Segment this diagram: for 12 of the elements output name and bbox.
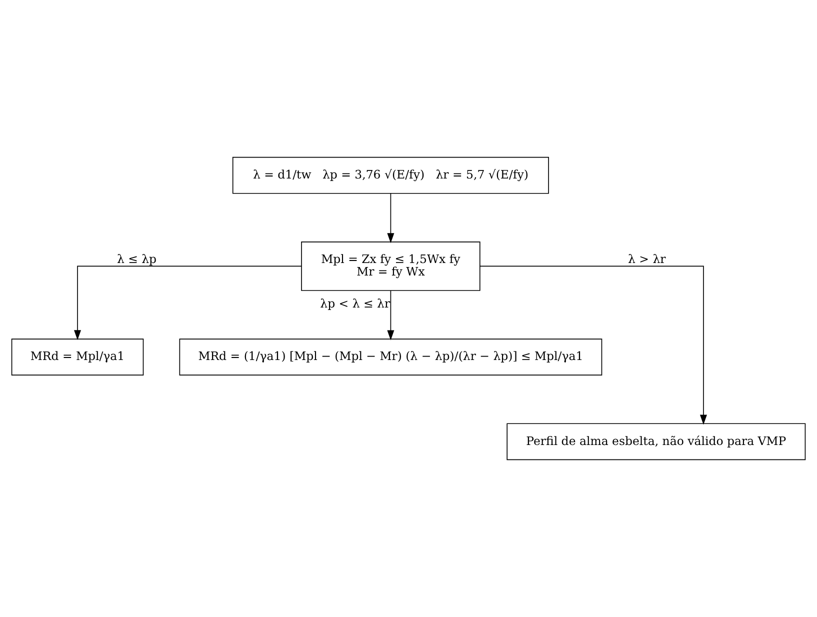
- edge-label: λ ≤ λp: [116, 252, 157, 266]
- node-box: MRd = Mpl/γa1: [11, 338, 144, 376]
- node-box: Perfil de alma esbelta, não válido para VMP: [506, 423, 806, 460]
- arrow: [480, 266, 707, 425]
- node-box: MRd = (1/γa1) [Mpl − (Mpl − Mr) (λ − λp)/(λr − λp)] ≤ Mpl/γa1: [179, 338, 602, 376]
- node-box: λ = d1/tw λp = 3,76 √(E/fy) λr = 5,7 √(E/fy): [232, 156, 549, 194]
- edge-label: λp < λ ≤ λr: [320, 296, 390, 310]
- arrow: [387, 290, 394, 340]
- node-box: Mpl = Zx fy ≤ 1,5Wx fy Mr = fy Wx: [301, 242, 480, 291]
- arrow: [387, 193, 394, 244]
- arrow: [74, 266, 302, 340]
- edge-label: λ > λr: [628, 252, 666, 266]
